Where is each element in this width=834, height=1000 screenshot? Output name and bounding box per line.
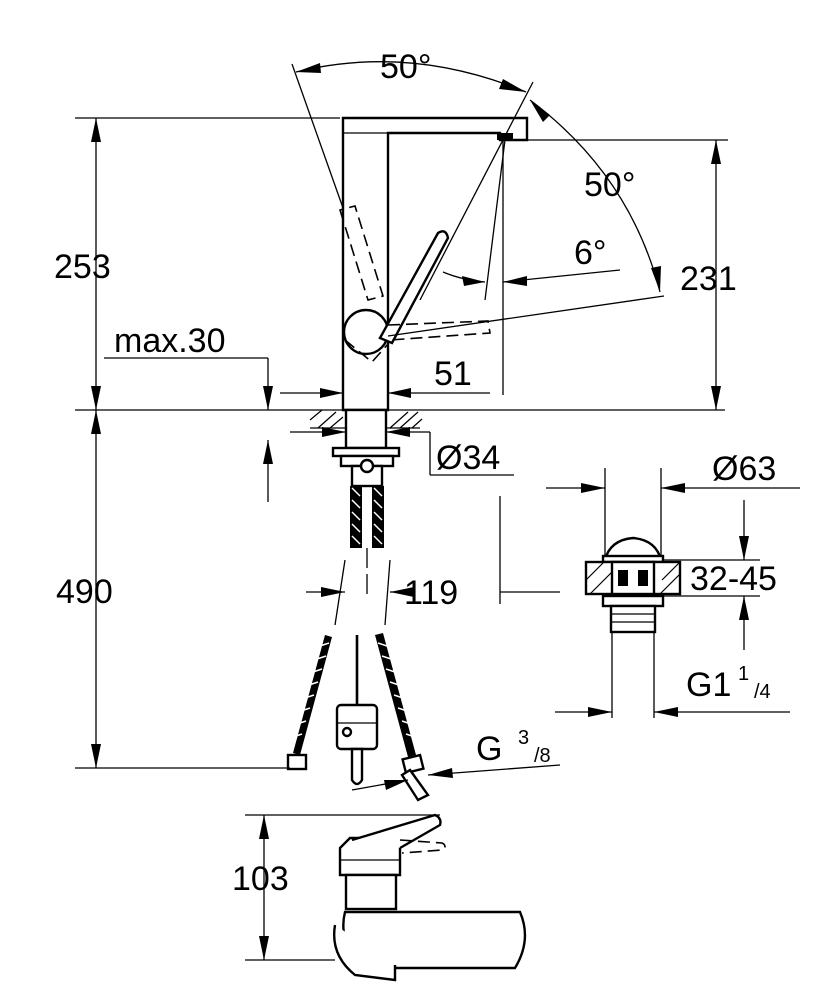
shank: [331, 408, 401, 600]
dim-lever-height-label: 103: [232, 860, 289, 898]
faucet-body: [341, 116, 529, 412]
dim-g38: G 3 /8: [351, 727, 561, 791]
angle-top-label: 50°: [380, 48, 431, 86]
hose-thread-main-label: G: [476, 730, 502, 768]
angle-small-label: 6°: [574, 234, 607, 272]
hose-thread-num-label: 3: [518, 727, 529, 749]
hose-thread-den-label: /8: [534, 745, 551, 767]
dim-o34: Ø34: [290, 427, 514, 477]
dim-deck-thickness-label: max.30: [114, 322, 226, 360]
dim-hose-spacing-label: 119: [404, 574, 458, 612]
waste-thread-num-label: 1: [738, 663, 749, 685]
waste-thread-den-label: /4: [754, 681, 771, 703]
dim-spout-height-label: 231: [680, 260, 737, 298]
dim-waste-diameter-label: Ø63: [712, 450, 776, 488]
waste-thread-main-label: G1: [686, 666, 731, 704]
dim-waste-deck-range-label: 32-45: [690, 560, 777, 598]
waste-fitting: Ø63 32-45 G1 1 /4: [546, 450, 800, 718]
dim-490: 490: [56, 410, 290, 769]
dim-max30: max.30: [104, 322, 273, 502]
hoses: [286, 559, 430, 802]
dim-total-height-label: 253: [54, 248, 111, 286]
dim-hose-length-label: 490: [56, 573, 113, 611]
dim-shank-diameter-label: Ø34: [436, 439, 500, 477]
angle-right-label: 50°: [584, 166, 635, 204]
dim-reach-offset-label: 51: [434, 355, 472, 393]
lever-alt-positions: [338, 205, 491, 364]
dim-231: 231: [520, 139, 737, 410]
deck: [75, 409, 725, 429]
dim-51: 51: [280, 355, 490, 398]
side-view: 103: [232, 813, 527, 982]
dim-119: 119: [306, 496, 560, 612]
angle-labels: 50° 50° 6°: [296, 48, 661, 292]
dim-253: 253: [54, 117, 340, 410]
